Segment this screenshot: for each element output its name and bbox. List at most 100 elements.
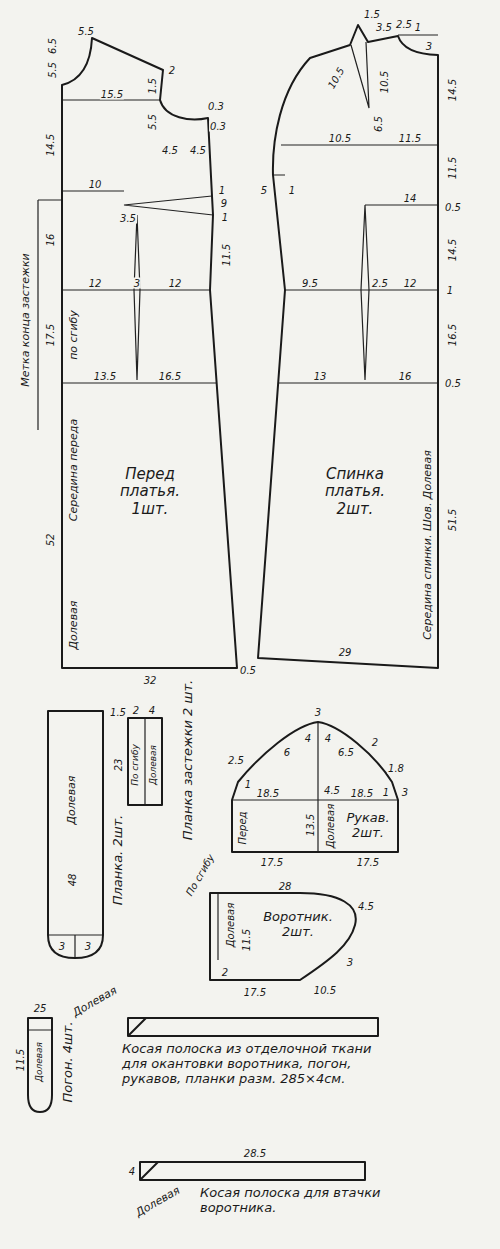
dimension-number: 1 <box>288 185 296 196</box>
dimension-number: 10.5 <box>313 985 337 996</box>
grain-note: Середина спинки. Шов. Долевая <box>422 449 434 641</box>
grain-note: Долевая <box>133 1184 183 1220</box>
grain-note: Долевая <box>66 775 78 826</box>
dimension-number: 6.5 <box>337 747 355 758</box>
front-construction-lines <box>38 100 217 430</box>
dimension-number: 3 <box>84 941 92 952</box>
dimension-number: 3 <box>133 278 141 289</box>
piece-name: Рукав. 2шт. <box>339 811 397 841</box>
dimension-number: 4.5 <box>323 785 341 796</box>
dimension-number: 16 <box>398 371 413 382</box>
epaulette-piece: Погон. 4шт. <box>24 1012 80 1116</box>
piece-outline-path <box>128 718 162 805</box>
piece-name: Косая полоска для втачки воротника. <box>200 1186 385 1216</box>
dimension-number: 14.5 <box>447 238 458 262</box>
dimension-number: 1 <box>218 185 226 196</box>
dimension-number: 12 <box>88 278 103 289</box>
piece-outline-path <box>28 1018 52 1112</box>
dimension-number: 1 <box>221 212 229 223</box>
dimension-number: 11.5 <box>241 928 252 952</box>
dimension-number: 3 <box>425 41 433 52</box>
dimension-number: 4 <box>304 733 312 744</box>
dimension-number: 10.5 <box>325 65 347 92</box>
grain-note: Долевая <box>35 1041 45 1083</box>
dimension-number: 4 <box>324 733 332 744</box>
dimension-number: 5.5 <box>147 113 158 131</box>
dimension-number: 12 <box>403 278 418 289</box>
grain-note: Долевая <box>225 902 236 949</box>
dimension-number: 5 <box>260 185 268 196</box>
collar-construction-lines <box>217 893 218 960</box>
dimension-number: 10.5 <box>328 133 352 144</box>
dimension-number: 28.5 <box>243 1148 267 1159</box>
dimension-number: 0.5 <box>444 202 462 213</box>
dimension-number: 15.5 <box>100 89 124 100</box>
dimension-number: 1.5 <box>109 707 127 718</box>
piece-outline <box>250 10 445 675</box>
dimension-number: 0.3 <box>207 101 225 112</box>
dimension-number: 12 <box>168 278 183 289</box>
dimension-number: 0.5 <box>444 378 462 389</box>
dimension-number: 3 <box>346 957 354 968</box>
dimension-number: 17.5 <box>260 857 284 868</box>
grain-note: Перед <box>237 810 248 845</box>
dimension-number: 48 <box>67 873 78 888</box>
dimension-number: 17.5 <box>243 987 267 998</box>
piece-name: Спинка платья. 2шт. <box>315 466 395 518</box>
dimension-number: 11.5 <box>15 1048 26 1072</box>
dimension-number: 11.5 <box>398 133 422 144</box>
dimension-number: 0.3 <box>209 121 227 132</box>
dimension-number: 1.5 <box>147 77 158 95</box>
piece-outline-path <box>232 722 398 852</box>
dimension-number: 5.5 <box>77 26 95 37</box>
dimension-number: 3 <box>58 941 66 952</box>
piece-name: Воротник. 2шт. <box>258 910 338 940</box>
grain-note: По сгибу <box>183 851 217 898</box>
dimension-number: 10.5 <box>379 70 390 94</box>
dimension-number: 3 <box>314 707 322 718</box>
grain-note: Метка конца застежки <box>20 252 32 387</box>
dimension-number: 2 <box>371 737 379 748</box>
dimension-number: 51.5 <box>447 508 458 532</box>
dimension-number: 2.5 <box>227 755 245 766</box>
dimension-number: 10 <box>88 179 103 190</box>
dimension-number: 13.5 <box>305 813 316 837</box>
dimension-number: 16.5 <box>158 371 182 382</box>
dimension-number: 1 <box>414 22 422 33</box>
dimension-number: 13 <box>313 371 328 382</box>
piece-outline-path <box>62 38 237 668</box>
grain-note: Долевая <box>70 984 120 1020</box>
dimension-number: 11.5 <box>221 243 232 267</box>
dimension-number: 18.5 <box>256 788 280 799</box>
sleeve-construction-lines <box>232 722 398 852</box>
dimension-number: 0.5 <box>239 665 257 676</box>
grain-note: По сгибу <box>131 743 141 787</box>
piece-name: Косая полоска из отделочной ткани для ок… <box>122 1042 398 1087</box>
bias-strip-trim: Косая полоска из отделочной ткани для ок… <box>115 1012 405 1117</box>
placket-piece: Планка. 2шт. <box>44 706 130 962</box>
dimension-number: 14.5 <box>447 78 458 102</box>
piece-outline-path <box>210 893 356 980</box>
dimension-number: 4.5 <box>189 145 207 156</box>
piece-name: Погон. 4шт. <box>61 1021 76 1102</box>
dimension-number: 17.5 <box>356 857 380 868</box>
dimension-number: 3.5 <box>375 22 393 33</box>
grain-note: Долевая <box>149 744 159 786</box>
dimension-number: 2.5 <box>371 278 389 289</box>
dimension-number: 2 <box>168 65 176 76</box>
dimension-number: 23 <box>113 758 124 773</box>
dimension-number: 25 <box>33 1003 48 1014</box>
dimension-number: 5.5 <box>47 61 58 79</box>
dimension-number: 13.5 <box>93 371 117 382</box>
grain-note: Середина переда <box>68 418 80 522</box>
dimension-number: 1 <box>244 779 252 790</box>
dimension-number: 3.5 <box>119 213 137 224</box>
dimension-number: 4 <box>128 1166 136 1177</box>
dimension-number: 3 <box>401 787 409 798</box>
dimension-number: 2.5 <box>395 19 413 30</box>
dimension-number: 11.5 <box>447 156 458 180</box>
dimension-number: 1 <box>446 285 454 296</box>
dimension-number: 29 <box>338 647 353 658</box>
dimension-number: 18.5 <box>350 788 374 799</box>
dimension-number: 28 <box>278 881 293 892</box>
